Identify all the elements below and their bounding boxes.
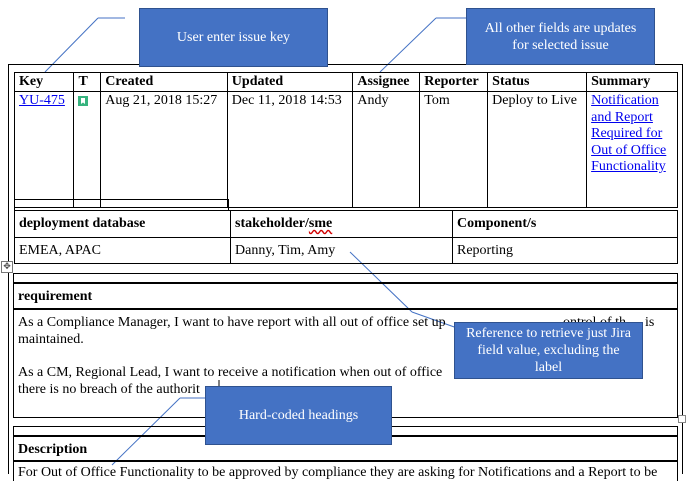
- callout-other-fields: All other fields are updates for selecte…: [466, 8, 655, 65]
- requirement-para1: As a Compliance Manager, I want to have …: [18, 315, 446, 330]
- stakeholder-label: stakeholder/sme: [235, 216, 333, 231]
- col-header-type: T: [73, 72, 102, 92]
- issue-table-header-row: Key T Created Updated Assignee Reporter …: [13, 72, 678, 92]
- description-text: For Out of Office Functionality to be ap…: [18, 465, 658, 480]
- requirement-para1-tail2: is: [645, 315, 655, 330]
- requirement-heading: requirement: [18, 289, 93, 304]
- issue-table: Key T Created Updated Assignee Reporter …: [13, 72, 678, 208]
- table-move-handle[interactable]: ✥: [1, 261, 13, 273]
- cell-key: YU-475: [13, 91, 75, 208]
- requirement-heading-cell: [13, 283, 678, 309]
- cell-summary: Notification and Report Required for Out…: [586, 91, 678, 208]
- issue-table-row: YU-475 Aug 21, 2018 15:27 Dec 11, 2018 1…: [13, 91, 678, 208]
- description-heading: Description: [18, 442, 88, 457]
- spellcheck-underline: sme: [308, 216, 333, 231]
- value-deployment-database: EMEA, APAC: [14, 237, 231, 264]
- requirement-para2-line2: there is no breach of the authorit: [18, 382, 200, 397]
- col-header-assignee: Assignee: [352, 72, 421, 92]
- requirement-spacer-cell: [13, 273, 678, 283]
- callout-reference-field-value: Reference to retrieve just Jira field va…: [454, 322, 643, 379]
- callout-hard-coded-headings: Hard-coded headings: [205, 386, 392, 445]
- issue-key-link[interactable]: YU-475: [19, 93, 65, 108]
- header-deployment-database: deployment database: [14, 210, 231, 238]
- description-body-cell: [13, 461, 678, 481]
- value-components: Reporting: [452, 237, 678, 264]
- col-header-reporter: Reporter: [419, 72, 489, 92]
- value-stakeholder-sme: Danny, Tim, Amy: [230, 237, 453, 264]
- header-components: Component/s: [452, 210, 678, 238]
- table-resize-handle[interactable]: [678, 415, 686, 423]
- requirement-para2: As a CM, Regional Lead, I want to receiv…: [18, 365, 443, 380]
- fields-table: deployment database stakeholder/sme Comp…: [14, 210, 678, 264]
- callout-user-enter-issue-key: User enter issue key: [139, 8, 328, 67]
- cell-reporter: Tom: [419, 91, 489, 208]
- col-header-key: Key: [13, 72, 75, 92]
- fields-table-header-row: deployment database stakeholder/sme Comp…: [14, 210, 678, 238]
- cell-status: Deploy to Live: [487, 91, 588, 208]
- col-header-status: Status: [487, 72, 588, 92]
- summary-link[interactable]: Notification and Report Required for Out…: [591, 93, 667, 174]
- fields-table-value-row: EMEA, APAC Danny, Tim, Amy Reporting: [14, 237, 678, 264]
- col-header-summary: Summary: [586, 72, 678, 92]
- header-stakeholder-sme: stakeholder/sme: [230, 210, 453, 238]
- cell-type: [73, 91, 102, 208]
- cell-created: Aug 21, 2018 15:27: [100, 91, 228, 208]
- col-header-created: Created: [100, 72, 228, 92]
- story-icon: [78, 96, 89, 106]
- cell-updated: Dec 11, 2018 14:53: [226, 91, 354, 208]
- col-header-updated: Updated: [226, 72, 354, 92]
- requirement-para1-line2: maintained.: [18, 332, 84, 347]
- cell-assignee: Andy: [352, 91, 421, 208]
